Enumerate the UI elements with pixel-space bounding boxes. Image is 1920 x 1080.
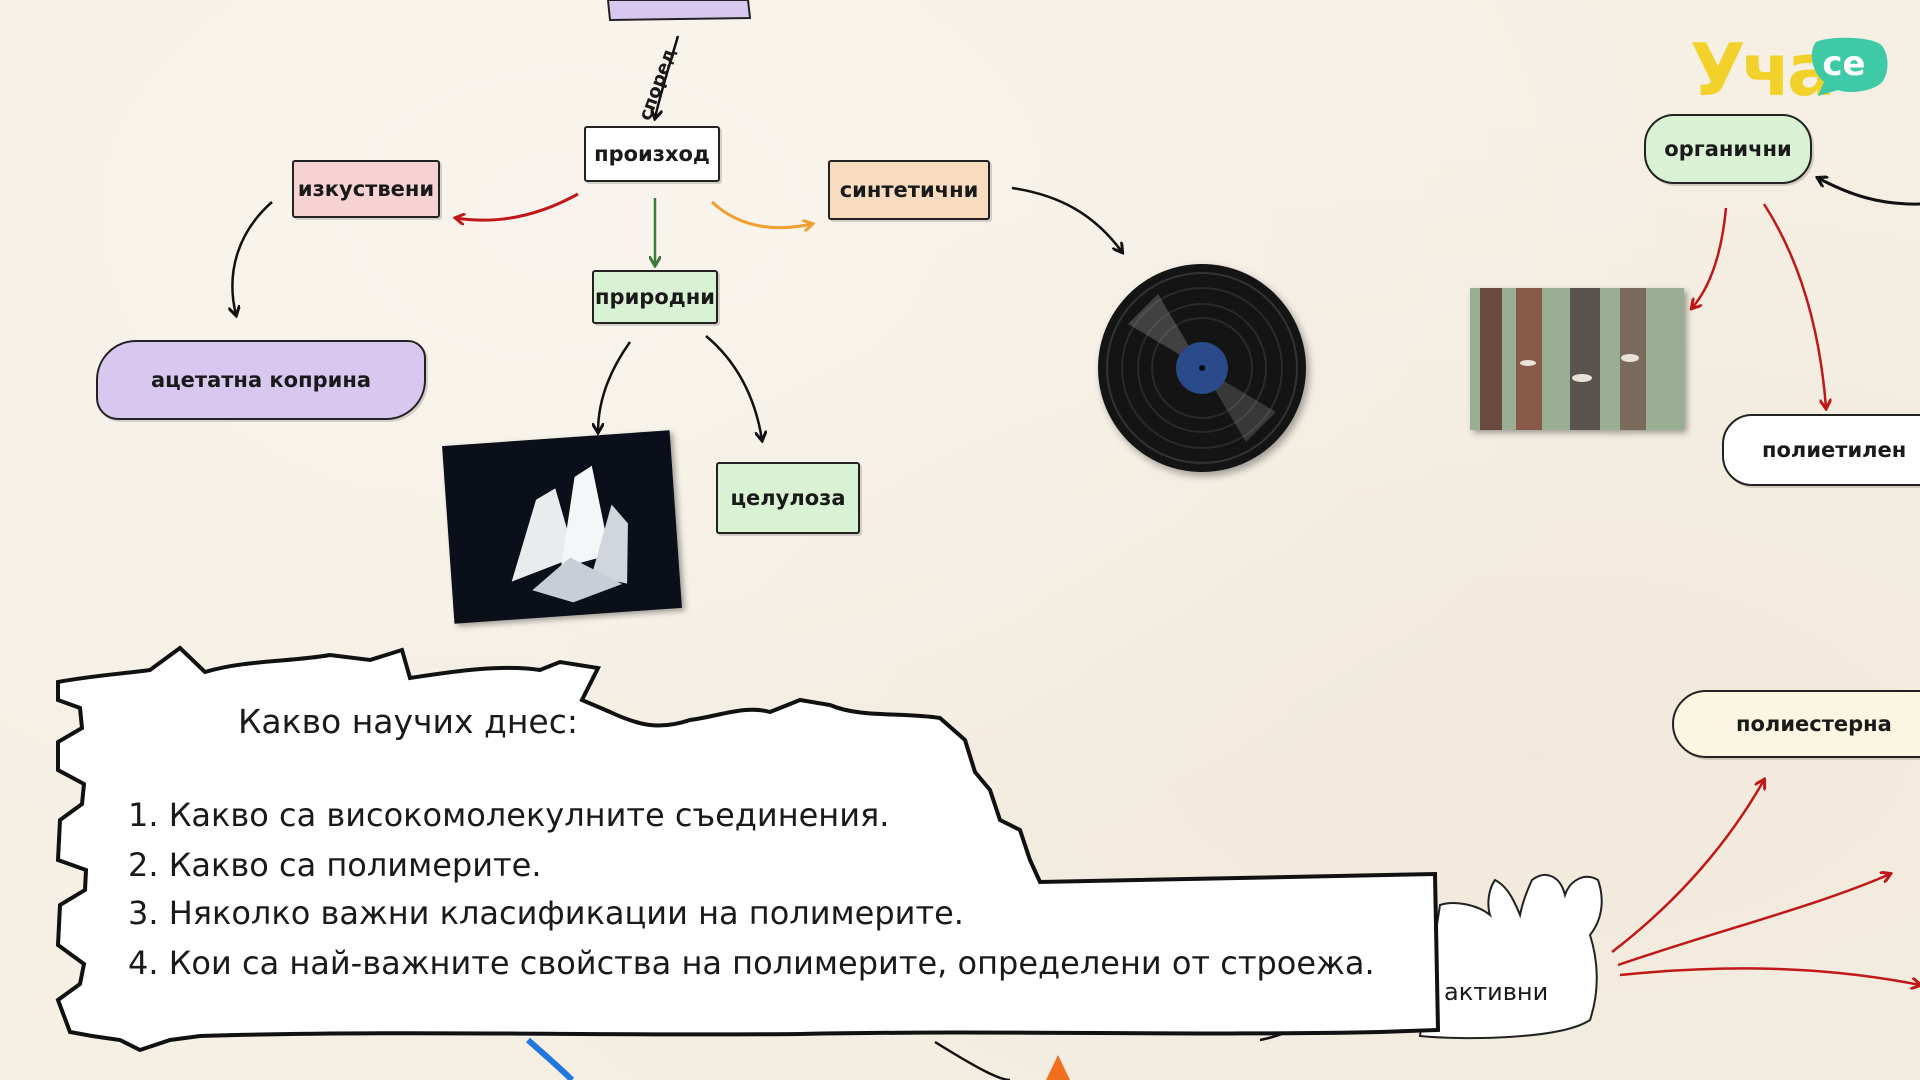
synthetic-node: синтетични <box>828 160 990 220</box>
polyethylene-label: полиетилен <box>1762 438 1907 462</box>
edge-organic-polyethylene <box>1762 203 1826 408</box>
edge-natural-cellulose <box>705 335 762 440</box>
edge-natural-crystal <box>598 341 632 432</box>
edge-according-to <box>655 35 680 118</box>
summary-paper-shape <box>55 645 1441 1053</box>
natural-node: природни <box>592 270 718 324</box>
bottom-orange-flame <box>1046 1055 1070 1080</box>
summary-item-2: 2. Какво са полимерите. <box>128 846 542 884</box>
bottom-curve <box>934 1040 1011 1080</box>
cellulose-node: целулоза <box>716 462 860 534</box>
active-label-box: активни <box>1444 978 1548 1006</box>
origin-node: произход <box>584 126 720 182</box>
edge-synthetic-record <box>1011 186 1122 252</box>
edge-active-right-1 <box>1617 874 1890 967</box>
origin-label: произход <box>594 142 710 166</box>
artificial-node: изкуствени <box>292 160 440 218</box>
vinyl-record-image <box>1098 264 1306 472</box>
cellulose-label: целулоза <box>730 486 846 510</box>
ucha-se-logo: Уча <box>1690 28 1836 112</box>
edge-origin-synthetic <box>710 200 812 228</box>
summary-item-4: 4. Кои са най-важните свойства на полиме… <box>128 944 1375 982</box>
summary-title: Какво научих днес: <box>238 702 578 741</box>
polyester-label: полиестерна <box>1736 712 1892 736</box>
logo-bubble: се <box>1808 36 1892 98</box>
active-flame-shape <box>1418 874 1603 1040</box>
natural-label: природни <box>595 285 715 309</box>
organic-label: органични <box>1664 137 1792 161</box>
logo-text: Уча <box>1690 28 1836 112</box>
synthetic-label: синтетични <box>839 178 979 202</box>
edge-organic-rubber <box>1692 207 1728 308</box>
edge-origin-artificial <box>456 192 579 220</box>
summary-item-1: 1. Какво са високомолекулните съединения… <box>128 796 890 834</box>
edge-artificial-acetate <box>232 201 273 315</box>
summary-item-3: 3. Няколко важни класификации на полимер… <box>128 894 964 932</box>
active-label: активни <box>1444 978 1549 1006</box>
organic-node: органични <box>1644 114 1812 184</box>
bottom-blue-line <box>526 1037 575 1080</box>
top-node-fragment <box>606 0 752 22</box>
logo-suffix: се <box>1822 44 1866 84</box>
polyester-node: полиестерна <box>1672 690 1920 758</box>
polyethylene-node: полиетилен <box>1722 414 1920 486</box>
quartz-crystal-image <box>442 430 682 624</box>
acetate-silk-node: ацетатна коприна <box>96 340 426 420</box>
edge-into-organic <box>1818 178 1920 206</box>
edge-active-right-2 <box>1619 967 1920 985</box>
rubber-trees-image <box>1470 288 1684 430</box>
acetate-silk-label: ацетатна коприна <box>150 368 372 392</box>
edge-active-polyester <box>1611 780 1764 953</box>
artificial-label: изкуствени <box>297 177 435 201</box>
